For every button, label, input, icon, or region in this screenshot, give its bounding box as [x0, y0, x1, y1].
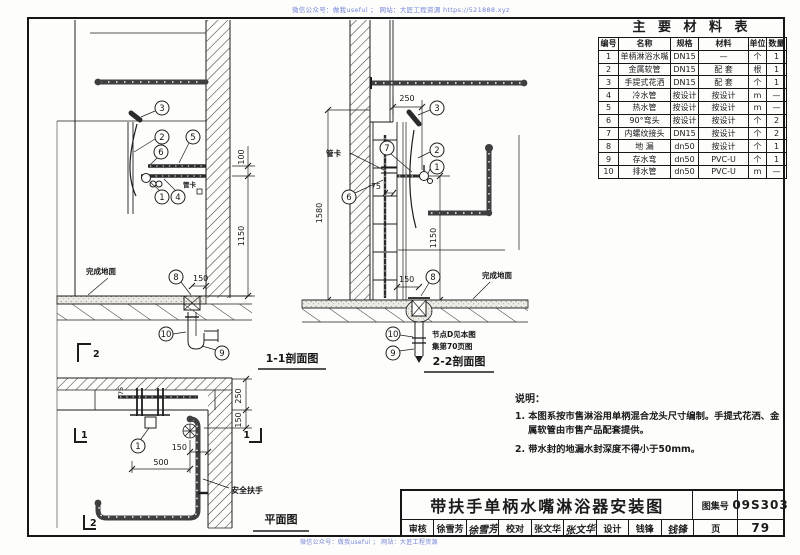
title-block: 带扶手单柄水嘴淋浴器安装图 图集号 09S303 审核 徐雪芳 徐雪芳 校对 张…: [400, 489, 789, 537]
materials-table-title: 主 要 材 料 表: [632, 20, 752, 35]
reviewer-name: 徐雪芳: [434, 520, 467, 536]
check-label: 校对: [499, 520, 532, 536]
column-header: 编号: [598, 37, 619, 51]
page-label: 页: [694, 520, 739, 536]
notes: 说明： 1. 本图系按市售淋浴用单柄混合龙头尺寸编制。手提式花洒、金属软管由市售…: [515, 390, 781, 461]
watermark-top: 微信公众号：做我useful ； 网站：大匠工程资源 https://52188…: [292, 6, 510, 14]
watermark-bottom: 微信公众号：做我useful ； 网站：大匠工程资源: [300, 539, 438, 546]
page-number: 79: [751, 521, 771, 535]
notes-list: 1. 本图系按市售淋浴用单柄混合龙头尺寸编制。手提式花洒、金属软管由市售产品配套…: [515, 410, 781, 457]
reviewer-signature: 徐雪芳: [467, 520, 500, 537]
column-header: 名称: [618, 37, 671, 51]
checker-signature: 张文华: [564, 520, 597, 537]
checker-name: 张文华: [532, 520, 565, 536]
note-item: 1. 本图系按市售淋浴用单柄混合龙头尺寸编制。手提式花洒、金属软管由市售产品配套…: [515, 411, 780, 437]
designer-name: 钱锋: [629, 520, 662, 536]
notes-heading: 说明：: [515, 394, 545, 405]
design-label: 设计: [597, 520, 630, 536]
atlas-number-label: 图集号: [693, 491, 738, 519]
column-header: 数量: [766, 37, 787, 51]
column-header: 规格: [670, 37, 699, 51]
drawing-title: 带扶手单柄水嘴淋浴器安装图: [402, 491, 694, 519]
materials-table-header: 编号名称规格材料单位数量: [598, 37, 787, 51]
column-header: 材料: [698, 37, 749, 51]
note-item: 2. 带水封的地漏水封深度不得小于50mm。: [515, 443, 701, 455]
atlas-number: 09S303: [732, 498, 789, 512]
designer-signature: 钱锋: [662, 520, 694, 536]
review-label: 审核: [402, 520, 435, 536]
column-header: 单位: [748, 37, 767, 51]
